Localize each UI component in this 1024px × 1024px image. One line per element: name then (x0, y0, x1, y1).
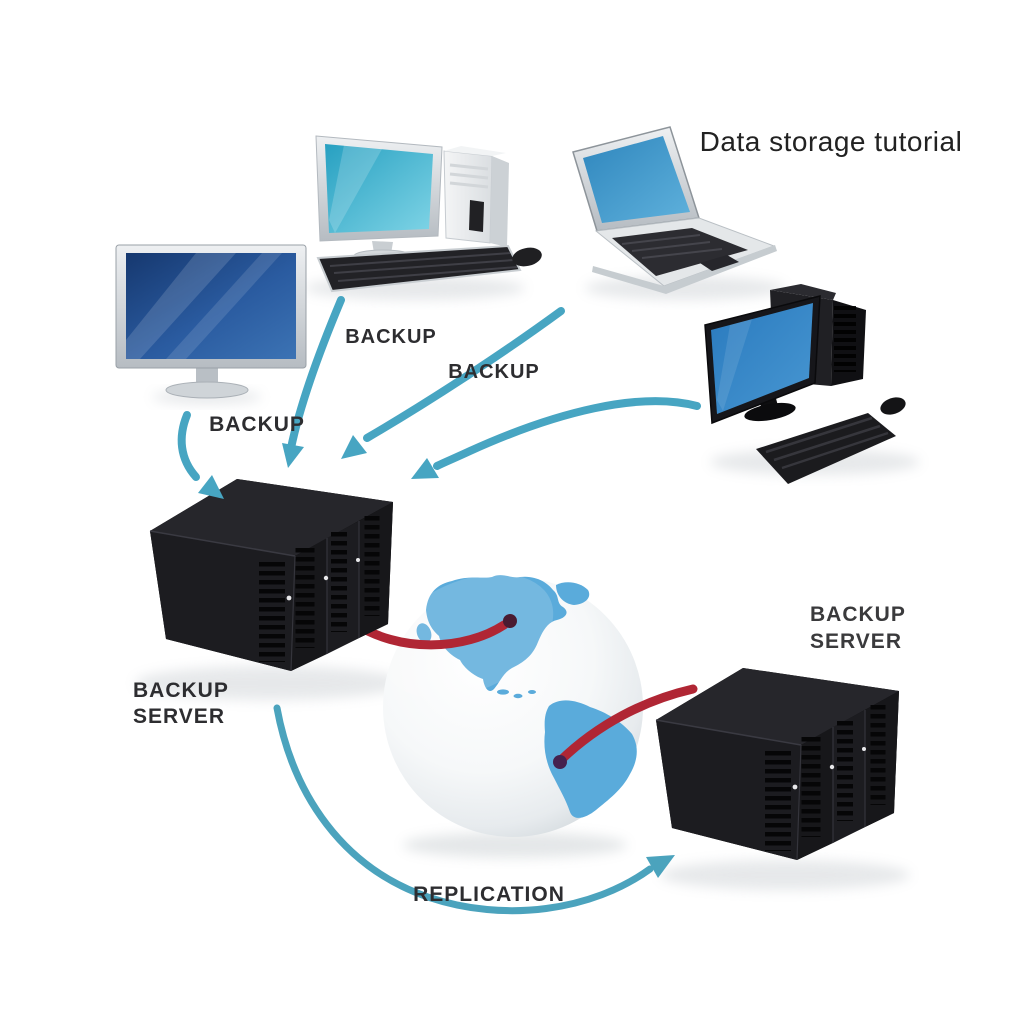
server-divider-edges (290, 521, 360, 672)
server-led (286, 595, 292, 601)
monitor-screen (126, 253, 296, 359)
replication-arrow-shaft (273, 704, 654, 915)
backup-arrow-middle-head (282, 443, 304, 468)
keyboard (316, 244, 522, 293)
page-title: Data storage tutorial (700, 126, 963, 157)
monitor-stand-base (744, 402, 796, 422)
backup-arrow-middle-shaft (287, 296, 345, 452)
server-top-edge (149, 530, 296, 557)
backup-label-right: BACKUP (448, 361, 540, 383)
globe-land-south-america (544, 700, 637, 818)
desktop-monitor-left (115, 244, 307, 399)
tower-case-top (444, 146, 506, 156)
backup-server-cluster-left (149, 479, 393, 672)
backup-arrow-right-shaft (433, 397, 701, 470)
desktop-workstation-right (704, 284, 906, 484)
backup-label-middle: BACKUP (345, 326, 437, 348)
globe-land-island (497, 689, 509, 695)
screen-glare (717, 319, 752, 411)
server-led (356, 558, 360, 562)
tower-drive-bays (449, 163, 489, 189)
laptop-screen (583, 136, 690, 223)
shadow-server-left (135, 666, 405, 700)
globe-land-island (513, 693, 523, 699)
globe-land-island (528, 690, 536, 694)
shadow-globe (403, 832, 627, 858)
backup-label-left: BACKUP (209, 413, 305, 436)
server-tower-front-1 (150, 531, 295, 671)
server-led (323, 575, 329, 581)
laptop (572, 126, 777, 294)
tower-bay-slot (469, 200, 484, 232)
shadow-server-right (660, 860, 910, 890)
red-link-node-north (503, 614, 517, 628)
labels: Data storage tutorial BACKUP BACKUP BACK… (133, 126, 962, 906)
backup-server-left-label-line1: BACKUP (133, 679, 229, 702)
backup-server-left-label-line2: SERVER (133, 705, 225, 728)
laptop-touchpad (700, 255, 739, 271)
monitor-screen (711, 303, 813, 414)
keyboard-key-rows (329, 252, 518, 282)
backup-server-right-label-line2: SERVER (810, 630, 902, 653)
globe-icon (382, 573, 643, 837)
replication-label: REPLICATION (413, 883, 565, 906)
screen-glare (329, 145, 382, 233)
keyboard-key-rows (765, 416, 889, 470)
mouse (512, 247, 542, 267)
backup-arrow-right-head (411, 458, 439, 479)
laptop-keyboard (612, 228, 748, 276)
screen-glare (126, 253, 236, 359)
mouse (880, 397, 906, 415)
desktop-workstation-middle (315, 135, 542, 293)
laptop-key-rows (621, 234, 723, 259)
backup-server-cluster-right (656, 668, 899, 860)
backup-arrow-laptop-shaft (363, 307, 565, 442)
backup-arrow-left-shaft (177, 411, 200, 481)
monitor-stand-neck (196, 366, 218, 386)
replication-arrow (273, 704, 675, 915)
red-link-arc-east (555, 684, 698, 766)
laptop-base-edge (592, 245, 777, 294)
globe-land-west (416, 623, 432, 643)
tower-case-side (831, 300, 866, 386)
server-top-face (150, 479, 393, 556)
monitor-stand-base (165, 381, 249, 399)
backup-arrow-laptop-head (341, 435, 367, 459)
screen-glare (166, 253, 282, 359)
red-link-node-south (553, 755, 567, 769)
backup-arrow-left-head (198, 475, 224, 499)
globe-land-greenland (556, 582, 590, 605)
replication-arrow-head (646, 855, 675, 878)
backup-server-right-label-line1: BACKUP (810, 603, 906, 626)
backup-arrows (177, 296, 701, 499)
monitor-screen (325, 144, 433, 233)
tower-case-side (490, 156, 509, 247)
